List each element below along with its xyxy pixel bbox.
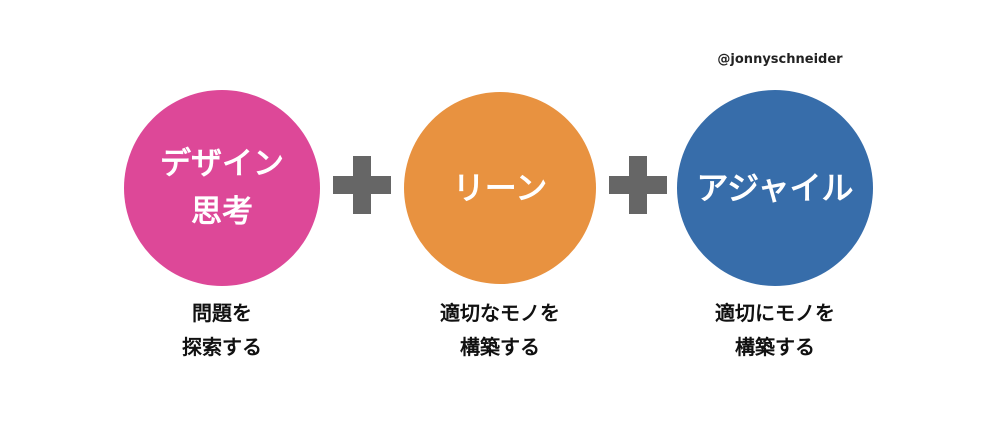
caption-line: 構築する — [460, 335, 540, 359]
caption-line: 問題を — [192, 301, 252, 325]
agile-circle: アジャイル — [677, 90, 873, 286]
circle-title-line: デザイン — [160, 146, 284, 182]
plus-icon — [609, 156, 667, 214]
caption-line: 構築する — [735, 335, 815, 359]
circle-title-line: アジャイル — [696, 169, 854, 207]
agile-caption: 適切にモノを 構築する — [665, 296, 885, 364]
author-credit: @jonnyschneider — [717, 52, 843, 67]
design-thinking-caption: 問題を 探索する — [112, 296, 332, 364]
lean-circle: リーン — [404, 92, 596, 284]
plus-icon — [333, 156, 391, 214]
caption-line: 適切にモノを — [715, 301, 835, 325]
caption-line: 適切なモノを — [440, 301, 560, 325]
caption-line: 探索する — [182, 335, 262, 359]
lean-caption: 適切なモノを 構築する — [390, 296, 610, 364]
design-thinking-circle: デザイン 思考 — [124, 90, 320, 286]
circle-title-line: 思考 — [191, 194, 253, 230]
circle-title-line: リーン — [452, 169, 548, 207]
